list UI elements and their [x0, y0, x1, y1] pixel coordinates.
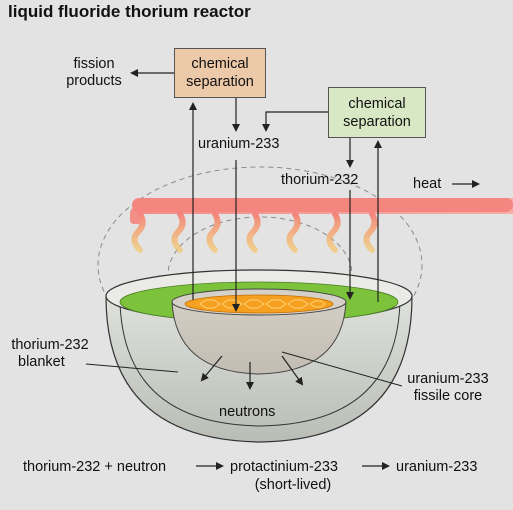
- diagram-title: liquid fluoride thorium reactor: [8, 2, 251, 21]
- sep2-to-u233-line: [262, 111, 328, 132]
- fission-line2: products: [66, 73, 122, 89]
- blanket-callout-line: [85, 363, 179, 373]
- neutrons-label: neutrons: [219, 404, 276, 420]
- equation-term-uranium: uranium-233: [396, 459, 478, 475]
- sep2-line2: separation: [343, 113, 411, 130]
- equation-term-protactinium: protactinium-233: [230, 459, 338, 475]
- inner-vessel: [171, 301, 347, 375]
- sep2-line1: chemical: [348, 95, 406, 112]
- core-salt: [184, 294, 334, 314]
- thorium-232-top-label: thorium-232: [281, 172, 359, 188]
- sep1-line1: chemical: [191, 56, 249, 72]
- heat-flames: [131, 211, 378, 253]
- core-line2: fissile core: [413, 388, 483, 404]
- equation-term-thorium: thorium-232 + neutron: [23, 459, 167, 475]
- fissile-core-label: uranium-233 fissile core: [400, 371, 496, 405]
- fission-products-label: fission products: [58, 56, 130, 90]
- core-line1: uranium-233: [407, 371, 489, 387]
- sep1-line2: separation: [186, 74, 254, 90]
- heat-label: heat: [413, 176, 442, 192]
- core-callout-line: [281, 351, 403, 387]
- blanket-line2: blanket: [18, 354, 65, 370]
- neutron-arrow-right: [281, 355, 304, 386]
- outer-vessel-inner-wall: [119, 301, 401, 427]
- thorium-blanket-label: thorium-232 blanket: [10, 337, 90, 371]
- core-salt-cells: [199, 299, 326, 309]
- chemical-separation-box-1: chemical separation: [174, 48, 266, 98]
- heat-pipe-body: [132, 198, 513, 212]
- uranium-233-top-label: uranium-233: [198, 136, 280, 152]
- chemical-separation-box-2: chemical separation: [328, 87, 426, 138]
- neutron-arrow-left: [200, 355, 223, 382]
- blanket-line1: thorium-232: [11, 337, 89, 353]
- equation-term-note: (short-lived): [254, 477, 332, 493]
- fission-line1: fission: [73, 56, 115, 72]
